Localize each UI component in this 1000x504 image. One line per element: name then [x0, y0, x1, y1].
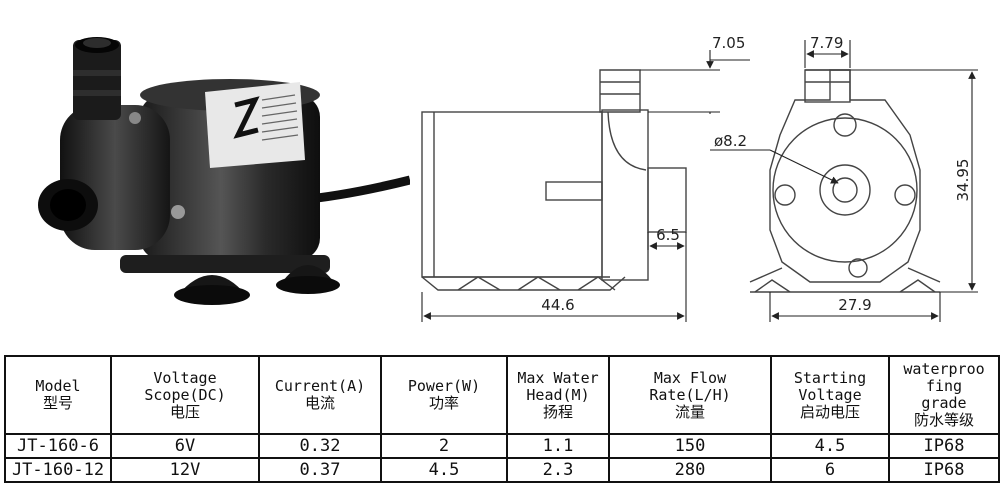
cell-power: 2: [380, 433, 508, 459]
cell-start-voltage: 4.5: [770, 433, 890, 459]
header-voltage-scope: Voltage Scope(DC)电压: [110, 355, 260, 435]
cell-current: 0.37: [258, 457, 382, 483]
cell-voltage: 6V: [110, 433, 260, 459]
cell-start-voltage: 6: [770, 457, 890, 483]
cell-model: JT-160-6: [4, 433, 112, 459]
header-current: Current(A)电流: [258, 355, 382, 435]
cell-voltage: 12V: [110, 457, 260, 483]
cell-flow: 150: [608, 433, 772, 459]
cell-model: JT-160-12: [4, 457, 112, 483]
dim-inlet-label: 6.5: [656, 226, 680, 244]
dim-diameter-label: ø8.2: [714, 132, 747, 150]
cell-waterproof: IP68: [888, 457, 1000, 483]
dim-top-offset-side-label: 7.05: [712, 34, 745, 52]
header-max-water-head: Max Water Head(M)扬程: [506, 355, 610, 435]
header-power: Power(W)功率: [380, 355, 508, 435]
cell-waterproof: IP68: [888, 433, 1000, 459]
table-row: JT-160-12 12V 0.37 4.5 2.3 280 6 IP68: [4, 457, 1000, 483]
pump-photo: [38, 37, 410, 305]
cell-flow: 280: [608, 457, 772, 483]
table-row: JT-160-6 6V 0.32 2 1.1 150 4.5 IP68: [4, 433, 1000, 459]
cell-power: 4.5: [380, 457, 508, 483]
dim-length-label: 44.6: [541, 296, 574, 314]
dim-width-label: 27.9: [838, 296, 871, 314]
brand-logo-icon: [233, 96, 260, 139]
cell-head: 1.1: [506, 433, 610, 459]
dim-top-offset-front-label: 7.79: [810, 34, 843, 52]
technical-drawing: 44.6 6.5 7.05 7.79 ø8.2 34.95 27.9: [421, 34, 978, 322]
header-max-flow-rate: Max Flow Rate(L/H)流量: [608, 355, 772, 435]
cell-current: 0.32: [258, 433, 382, 459]
cell-head: 2.3: [506, 457, 610, 483]
dim-height-label: 34.95: [954, 159, 972, 202]
